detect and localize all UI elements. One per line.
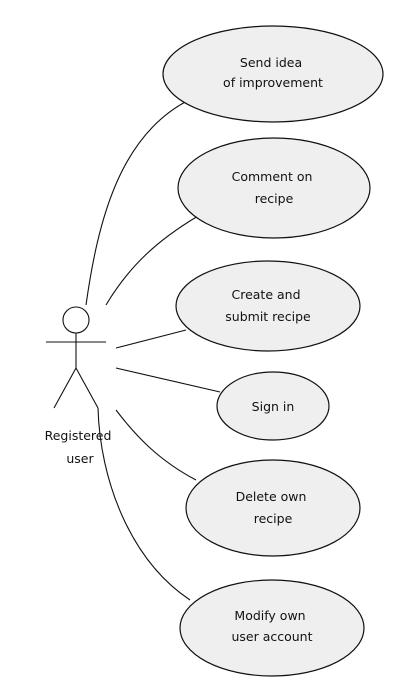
- use-case-label-line-2: user account: [231, 629, 312, 644]
- use-case-label-line-1: Comment on: [232, 169, 313, 184]
- association-delete-recipe: [115, 409, 197, 481]
- use-case-label: Create and submit recipe: [225, 287, 311, 324]
- association-create-submit-recipe: [115, 329, 187, 349]
- associations: [85, 99, 221, 601]
- actor-label-line-2: user: [66, 451, 94, 466]
- use-case-ellipse: [175, 260, 361, 352]
- use-case-send-idea[interactable]: Send idea of improvement: [162, 25, 384, 123]
- use-case-label-line-2: of improvement: [223, 75, 323, 90]
- use-case-sign-in[interactable]: Sign in: [216, 371, 330, 441]
- association-comment-recipe: [105, 215, 199, 306]
- association-sign-in: [115, 367, 221, 393]
- use-case-label-line-2: recipe: [255, 191, 294, 206]
- actor-registered-user: Registered user: [45, 306, 116, 466]
- use-case-label-line-1: Delete own: [236, 489, 307, 504]
- use-case-label: Sign in: [252, 399, 295, 414]
- use-case-label-line-2: submit recipe: [225, 309, 311, 324]
- use-case-create-submit-recipe[interactable]: Create and submit recipe: [175, 260, 361, 352]
- actor-label: Registered user: [45, 428, 116, 466]
- use-case-label: Comment on recipe: [232, 169, 317, 206]
- use-case-ellipse: [162, 25, 384, 123]
- use-case-ellipse: [216, 371, 330, 441]
- actor-label-line-1: Registered: [45, 428, 112, 443]
- actor-head: [62, 306, 90, 334]
- use-case-ellipse: [177, 137, 371, 239]
- use-case-comment-recipe[interactable]: Comment on recipe: [177, 137, 371, 239]
- use-case-label-line-1: Send idea: [240, 55, 302, 70]
- association-send-idea: [85, 99, 190, 306]
- actor-left-leg: [53, 367, 77, 409]
- use-case-ellipse: [179, 579, 365, 677]
- use-case-ellipse: [185, 459, 361, 557]
- association-modify-account: [97, 407, 191, 601]
- use-case-label: Delete own recipe: [236, 489, 311, 526]
- use-case-label-line-1: Modify own: [234, 608, 305, 623]
- use-case-modify-account[interactable]: Modify own user account: [179, 579, 365, 677]
- use-case-label: Send idea of improvement: [223, 55, 323, 90]
- use-case-delete-recipe[interactable]: Delete own recipe: [185, 459, 361, 557]
- use-case-label-line-1: Sign in: [252, 399, 295, 414]
- use-case-label-line-2: recipe: [254, 511, 293, 526]
- actor-right-leg: [75, 367, 99, 409]
- use-case-label: Modify own user account: [231, 608, 312, 644]
- use-case-label-line-1: Create and: [231, 287, 300, 302]
